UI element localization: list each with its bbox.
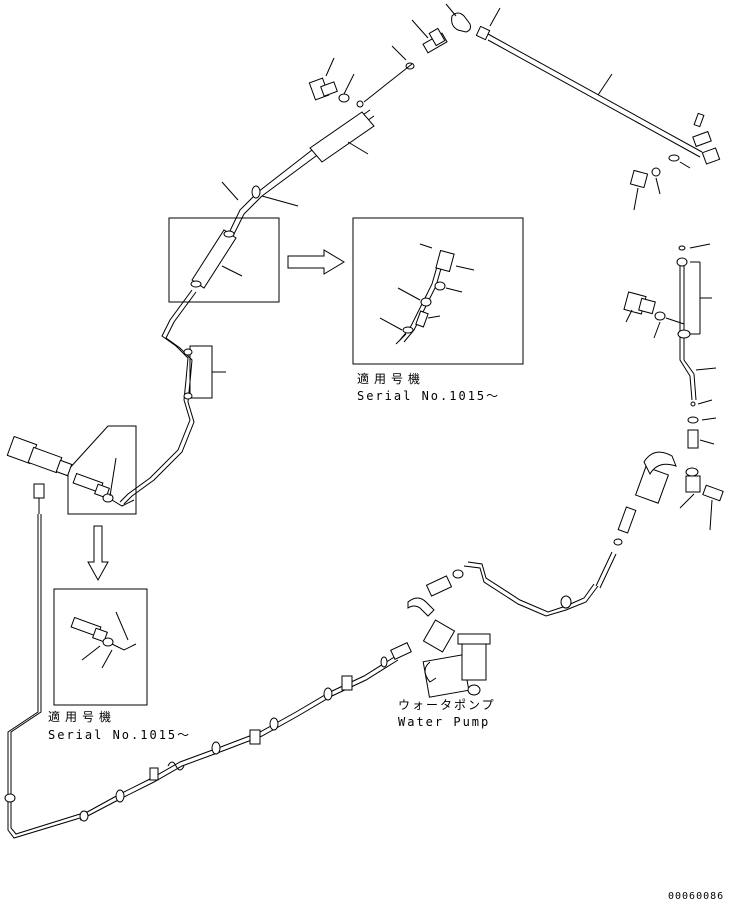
applicable-serial-label-left: 適用号機 bbox=[48, 710, 117, 724]
hose-middle bbox=[119, 289, 226, 505]
right-vertical-pipe bbox=[623, 243, 717, 401]
drawing-code: 00060086 bbox=[668, 891, 725, 902]
connector-fitting bbox=[391, 19, 448, 70]
top-elbow-fitting bbox=[445, 3, 501, 41]
arrow-right bbox=[287, 249, 345, 275]
heater-valve bbox=[6, 435, 73, 514]
arrow-down bbox=[87, 525, 109, 582]
left-return-tube bbox=[4, 514, 81, 839]
serial-number-label-right: Serial No.1015～ bbox=[357, 389, 501, 403]
hose-right-lower bbox=[463, 506, 637, 617]
serial-number-label-left: Serial No.1015～ bbox=[48, 728, 192, 742]
water-pump bbox=[407, 569, 491, 698]
detail-box-small bbox=[67, 425, 137, 515]
top-rigid-pipe bbox=[487, 33, 703, 158]
detail-box-left bbox=[168, 217, 280, 303]
hose-upper bbox=[221, 109, 375, 239]
eye-bolt bbox=[308, 57, 413, 108]
detail-box-lower-left bbox=[53, 588, 148, 706]
top-pipe-end-fittings bbox=[629, 112, 721, 211]
hose-lower bbox=[79, 642, 412, 822]
water-pump-label-jp: ウォータポンプ bbox=[398, 698, 496, 712]
valve-assembly-right bbox=[634, 399, 724, 531]
water-pump-label-en: Water Pump bbox=[398, 715, 491, 729]
detail-box-right bbox=[352, 217, 524, 365]
applicable-serial-label-right: 適用号機 bbox=[357, 372, 426, 386]
